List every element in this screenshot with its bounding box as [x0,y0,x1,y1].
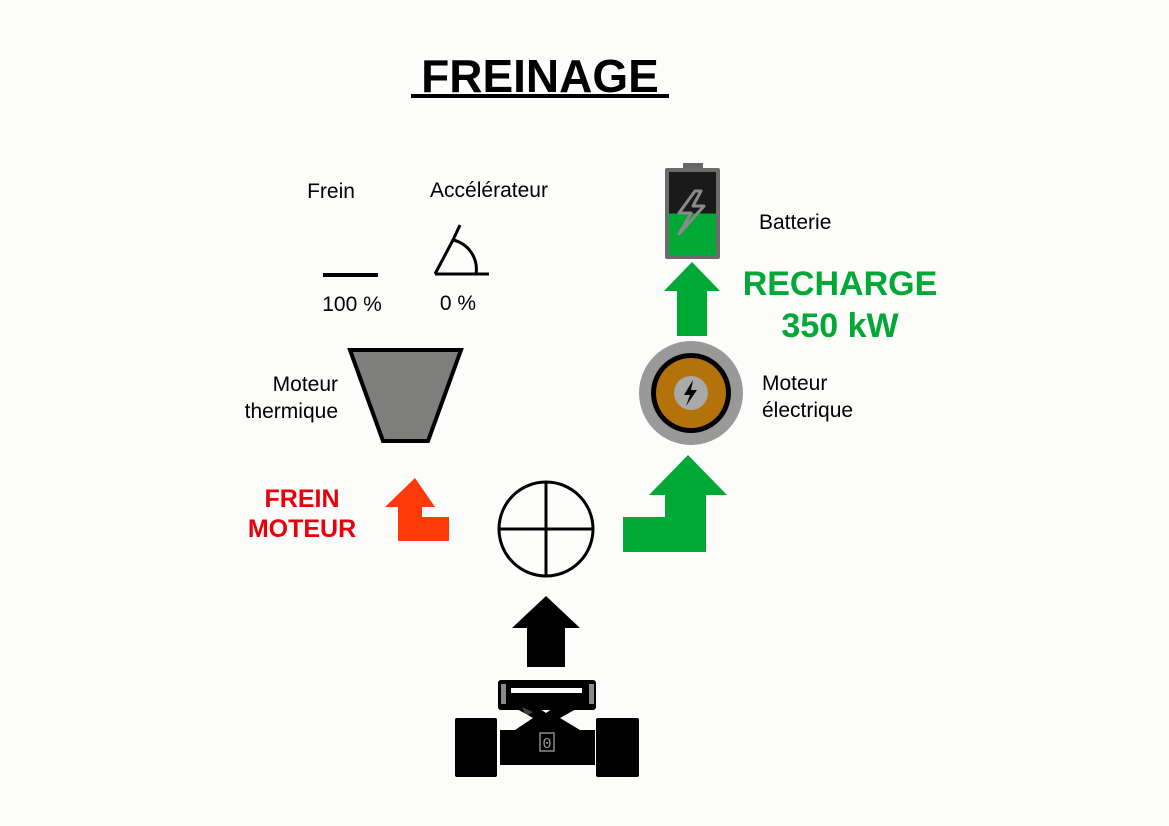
electric-motor-icon [639,341,743,445]
thermal-engine-label-line1: Moteur [273,373,338,396]
title-underline [411,94,669,98]
lightning-icon [684,380,697,406]
vehicle-chassis-icon: 0 [455,680,639,777]
engine-brake-arrow [385,478,449,541]
recharge-label-line1: RECHARGE [743,265,938,303]
engine-brake-label-line1: FREIN [265,485,340,513]
diagram-title: FREINAGE [421,50,659,102]
thermal-engine-label-line2: thermique [245,400,338,423]
gear-indicator: 0 [542,736,551,753]
brake-value: 100 % [322,293,382,316]
accelerator-label: Accélérateur [430,179,548,202]
engine-brake-label-line2: MOTEUR [248,515,356,543]
power-arrow-up [512,596,580,667]
battery-icon [665,163,720,259]
lightning-icon [677,189,706,236]
regen-arrow-to-battery [664,262,720,336]
brake-pedal-icon [323,273,378,277]
thermal-engine-icon [347,348,464,443]
accelerator-value: 0 % [440,292,476,315]
recharge-power: 350 kW [781,307,899,345]
electric-motor-label-line2: électrique [762,399,853,422]
regen-arrow-to-motor [623,455,727,552]
crosshair-icon [497,480,595,578]
battery-label: Batterie [759,211,831,234]
brake-label: Frein [307,180,355,203]
accelerator-pedal-icon [433,224,489,276]
electric-motor-label-line1: Moteur [762,372,827,395]
